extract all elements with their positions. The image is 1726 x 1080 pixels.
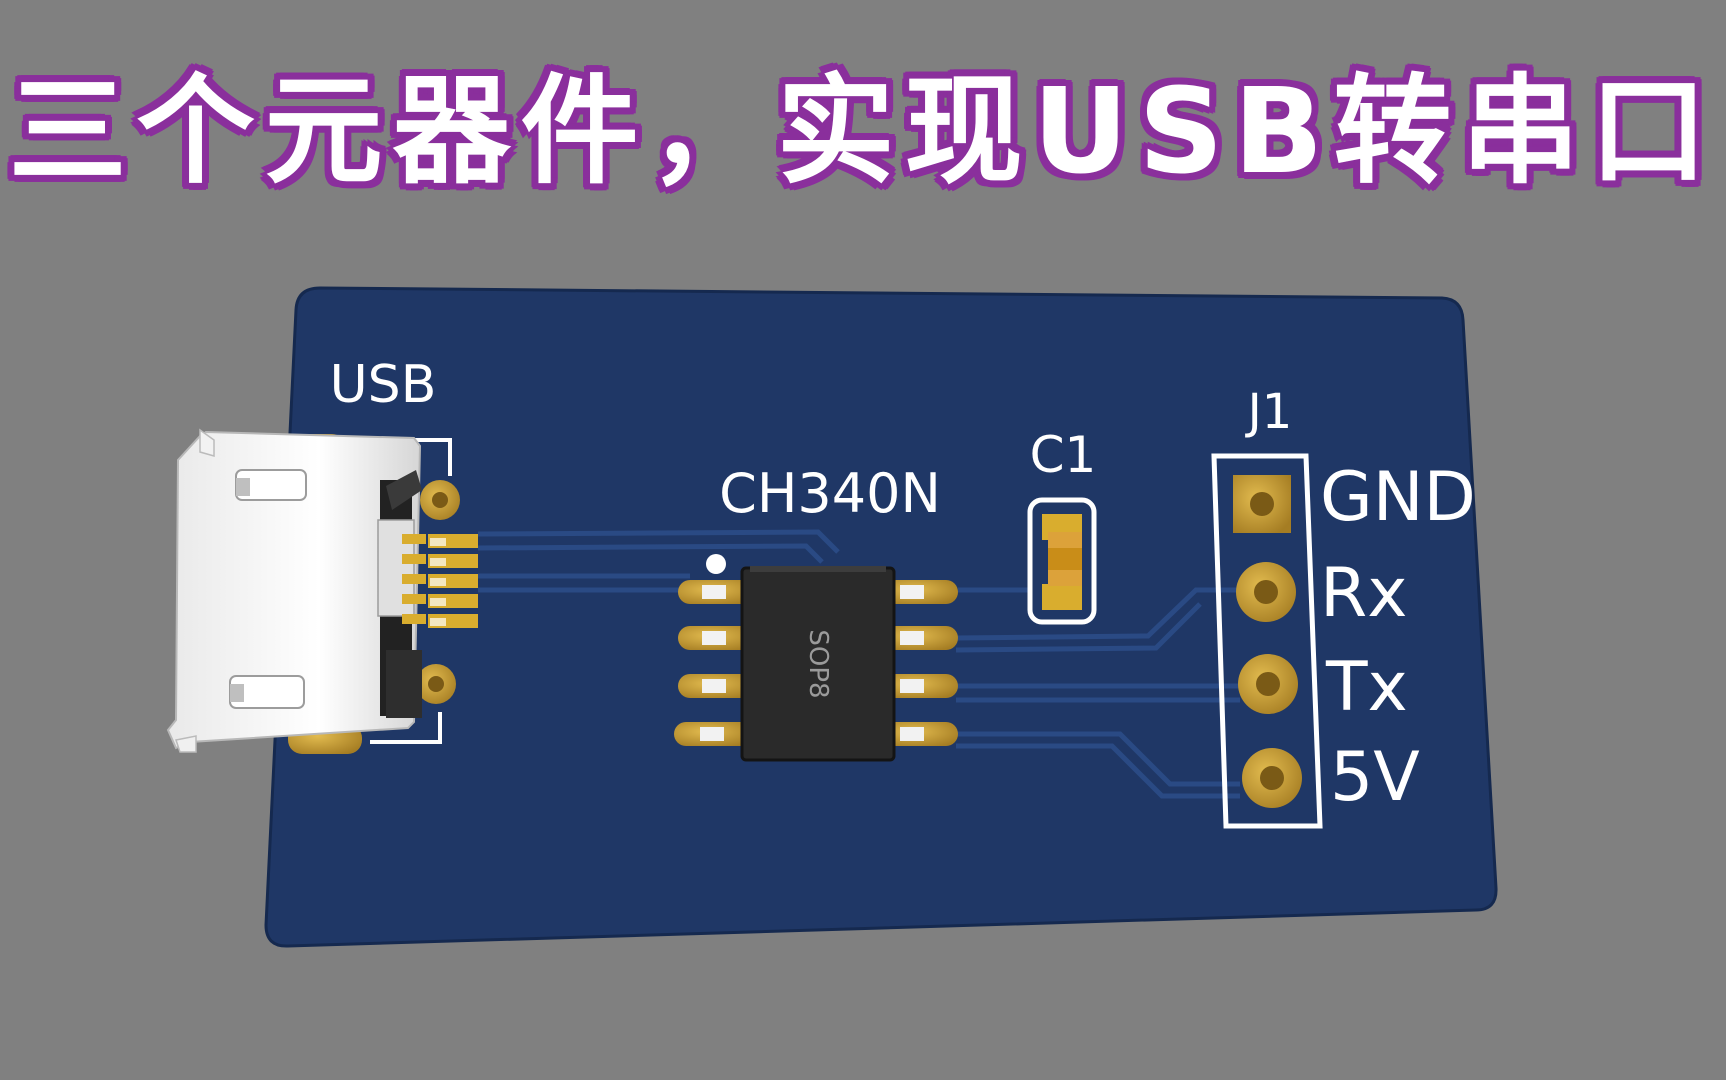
pin-label-gnd: GND [1320, 458, 1476, 537]
ic-pads [674, 580, 958, 746]
micro-usb-connector [166, 428, 426, 753]
ic-silk-label: CH340N [719, 462, 941, 525]
ic-package-mark: SOP8 [803, 629, 833, 698]
capacitor-c1 [1027, 497, 1097, 625]
usb-silk-label: USB [330, 355, 437, 415]
pin-label-tx: Tx [1325, 648, 1408, 727]
pin-label-rx: Rx [1320, 554, 1408, 633]
pin1-marker [706, 554, 726, 574]
ch340n-chip: SOP8 [740, 566, 896, 762]
cap-silk-label: C1 [1030, 426, 1097, 484]
pin-label-5v: 5V [1330, 738, 1420, 817]
video-title: 三个元器件，实现USB转串口 [8, 62, 1718, 200]
header-j1 [1211, 453, 1323, 829]
header-silk-label: J1 [1245, 384, 1293, 440]
pcb-traces [477, 529, 1240, 799]
